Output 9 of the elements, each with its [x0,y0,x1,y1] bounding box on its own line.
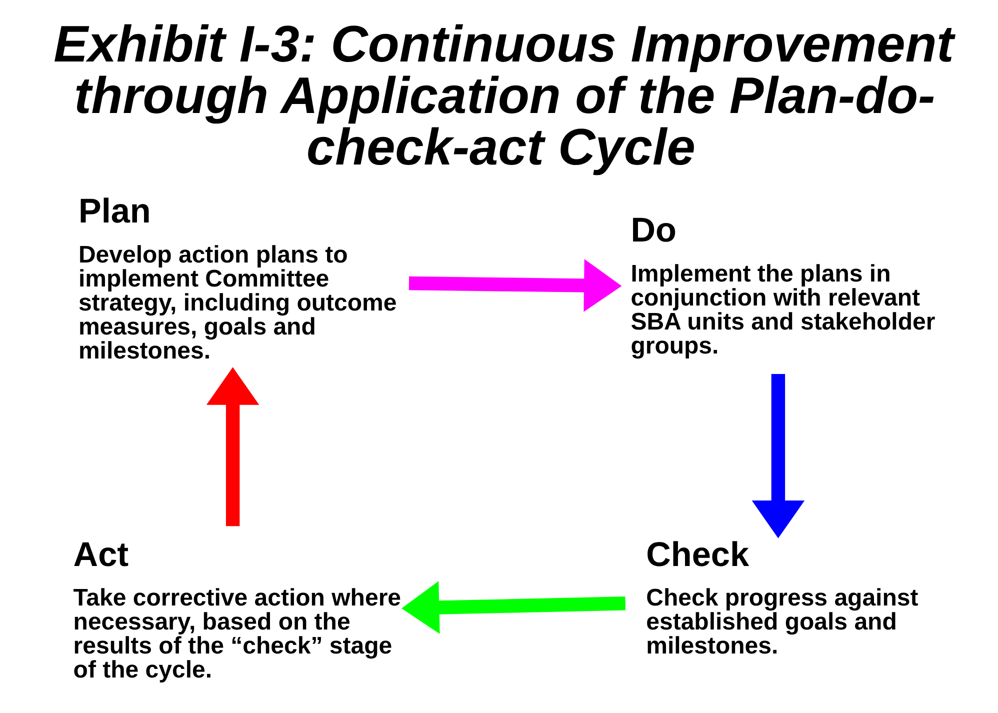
node-text: Act Take corrective action where necessary, based on the results of the “check” stage of the cycle. [72,536,401,684]
arrow [751,374,804,538]
node-text: Do Implement the plans in conjunction with relevant SBA units and stakeholder groups. [630,212,935,360]
node-text: Check Check progress against established goals and milestones. [646,536,918,660]
arrow [408,259,622,312]
arrow [401,581,625,634]
diagram-title: Exhibit I-3: Continuous Improvement through Application of the Plan-do-check-act Cycle [53,14,954,176]
node-text: Plan Develop action plans to implement Committee strategy, including outcome measures, goals and milestones. [78,192,396,365]
arrow [206,367,259,526]
